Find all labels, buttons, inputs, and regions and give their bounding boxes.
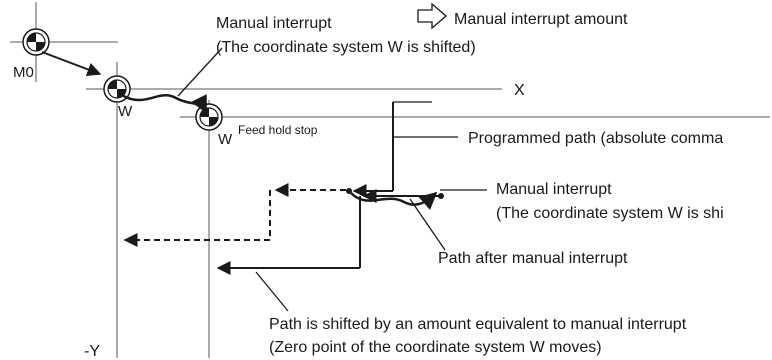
work-coordinate-axes-original [86, 62, 502, 358]
m0-to-w-arrow [41, 51, 102, 77]
w-shift-wavy-arrow [119, 92, 208, 114]
w-origin-label-shifted: W [218, 131, 233, 148]
work-coordinate-axes-shifted [180, 100, 770, 358]
path-after-interrupt [216, 189, 441, 275]
programmed-path [352, 102, 394, 198]
feed-hold-stop-label: Feed hold stop [238, 123, 318, 137]
manual-interrupt-title: Manual interrupt [216, 15, 332, 32]
w-origin-icon-shifted [195, 103, 223, 131]
manual-interrupt-wavy-arrow [350, 191, 438, 211]
w-origin-label-original: W [118, 103, 133, 120]
outline-arrow-icon [417, 2, 447, 30]
x-axis-label: X [514, 82, 525, 99]
manual-interrupt-amount-legend: Manual interrupt amount [454, 11, 628, 28]
programmed-path-label: Programmed path (absolute comma [468, 130, 723, 147]
leader-lines [177, 47, 487, 312]
manual-interrupt-2-title: Manual interrupt [496, 181, 612, 198]
path-after-interrupt-label: Path after manual interrupt [438, 250, 628, 267]
feed-hold-stop-point [346, 188, 352, 194]
path-shifted-label-line1: Path is shifted by an amount equivalent … [269, 316, 687, 333]
path-shifted-label-line2: (Zero point of the coordinate system W m… [269, 339, 602, 356]
manual-interrupt-2-subtitle: (The coordinate system W is shi [496, 205, 724, 222]
manual-interrupt-subtitle: (The coordinate system W is shifted) [216, 39, 476, 56]
neg-y-axis-label: -Y [84, 343, 100, 360]
m0-origin-label: M0 [13, 64, 34, 81]
original-path-dashed [123, 183, 346, 247]
m0-origin-icon [22, 28, 50, 56]
